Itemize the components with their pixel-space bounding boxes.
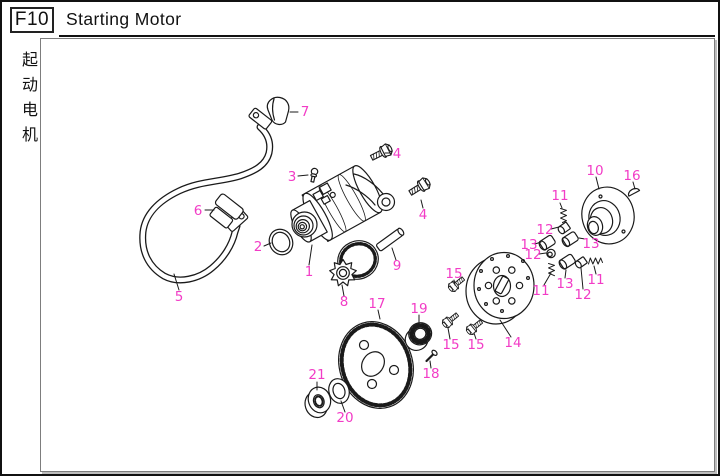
part-2-o-ring: [268, 228, 294, 256]
part-18-pin: [425, 349, 438, 363]
callout-11c: 11: [587, 272, 604, 288]
callout-17: 17: [368, 296, 385, 312]
part-13-roller-a: [538, 234, 556, 251]
leader-lines: [173, 111, 636, 413]
part-13-roller-b: [561, 231, 579, 248]
callout-15a: 15: [445, 266, 462, 282]
callout-19: 19: [410, 301, 427, 317]
part-20-washer: [328, 378, 350, 404]
part-15-bolt-b: [440, 310, 461, 330]
part-9-shaft: [376, 227, 405, 252]
callout-12a: 12: [536, 222, 553, 238]
part-17-driven-gear: [338, 321, 414, 409]
page-code-box: F10: [10, 7, 54, 33]
callout-6: 6: [194, 203, 203, 219]
callout-7: 7: [301, 104, 310, 120]
callout-9: 9: [393, 258, 402, 274]
page-title: Starting Motor: [66, 9, 182, 29]
part-19-needle-bearing: [404, 322, 433, 351]
callout-4b: 4: [419, 207, 428, 223]
side-label-char: 电: [21, 100, 38, 119]
page-code: F10: [14, 9, 50, 30]
side-label-vertical: 起 动 电 机: [19, 47, 41, 147]
part-4-bolt-b: [406, 175, 433, 199]
callout-8: 8: [340, 294, 349, 310]
callout-1: 1: [305, 264, 314, 280]
callout-12c: 12: [574, 287, 591, 303]
part-16-key: [627, 187, 641, 197]
part-7-boot: [266, 96, 290, 126]
side-label-char: 机: [21, 125, 38, 144]
callout-15c: 15: [467, 337, 484, 353]
callout-14: 14: [504, 335, 521, 351]
part-11-spring-a: [560, 208, 567, 223]
part-12-cap-a: [557, 221, 571, 235]
part-8-idle-gear: [329, 240, 379, 287]
part-12-cap-c: [574, 256, 588, 269]
callout-labels: 1 2 3 4 4 5 6 7 8 9 10 11 11 11 12 12 12…: [175, 104, 641, 426]
callout-10: 10: [586, 163, 603, 179]
part-6-terminal-cover: [209, 193, 244, 229]
callout-3: 3: [288, 169, 297, 185]
part-11-spring-c: [588, 257, 603, 265]
part-12-cap-b: [546, 248, 556, 259]
callout-2: 2: [254, 239, 263, 255]
callout-16: 16: [623, 168, 640, 184]
side-label-char: 动: [21, 75, 38, 94]
callout-13b: 13: [582, 236, 599, 252]
callout-13a: 13: [520, 237, 537, 253]
part-14-clutch-outer: [465, 251, 535, 325]
part-21-collar: [304, 386, 332, 419]
callout-13c: 13: [556, 276, 573, 292]
callout-5: 5: [175, 289, 184, 305]
callout-11a: 11: [551, 188, 568, 204]
part-11-spring-b: [548, 263, 555, 277]
callout-21: 21: [308, 367, 325, 383]
callout-12b: 12: [524, 247, 541, 263]
part-13-roller-c: [558, 253, 576, 270]
part-1-starting-motor: [290, 165, 396, 243]
side-label-char: 起: [21, 50, 38, 69]
part-3-screw: [310, 167, 319, 183]
callout-11b: 11: [532, 283, 549, 299]
diagram-frame: [40, 38, 715, 472]
part-10-cover: [581, 186, 635, 245]
callout-20: 20: [336, 410, 353, 426]
title-underline: [59, 35, 715, 37]
callout-4a: 4: [393, 146, 402, 162]
callout-15b: 15: [442, 337, 459, 353]
callout-18: 18: [422, 366, 439, 382]
